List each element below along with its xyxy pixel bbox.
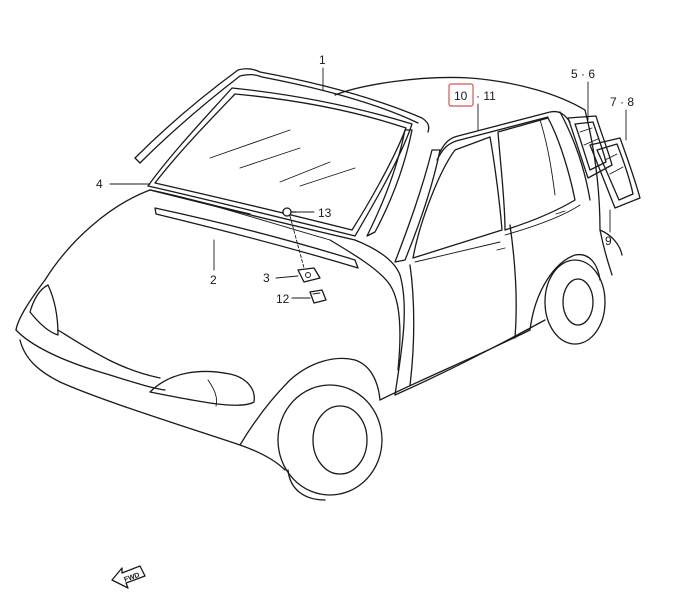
label-part-12: 12 — [276, 292, 290, 306]
rear-quarter-molding — [589, 137, 641, 209]
fwd-arrow: FWD — [111, 565, 146, 589]
rear-quarter-glass — [567, 115, 613, 179]
label-part-7-8: 7 · 8 — [610, 95, 634, 109]
label-part-9: 9 — [605, 234, 612, 248]
label-part-5-6: 5 · 6 — [571, 67, 595, 81]
windshield-upper-molding — [134, 68, 441, 263]
windshield-glass — [147, 87, 413, 237]
label-part-3: 3 — [263, 271, 270, 285]
label-part-2: 2 — [210, 273, 217, 287]
label-part-4: 4 — [96, 177, 103, 191]
part-labels: 1 4 2 3 12 13 10 · 11 5 · 6 7 · 8 9 — [96, 53, 634, 306]
cowl-clip-assembly — [282, 207, 327, 304]
label-part-10-highlight — [448, 83, 474, 107]
label-part-11: · 11 — [476, 89, 496, 103]
windshield-lower-molding — [154, 207, 359, 269]
label-part-10: 10 — [454, 89, 468, 103]
leader-lines — [109, 67, 627, 299]
car-body — [15, 76, 623, 501]
label-part-13: 13 — [318, 206, 332, 220]
label-part-1: 1 — [319, 53, 326, 67]
